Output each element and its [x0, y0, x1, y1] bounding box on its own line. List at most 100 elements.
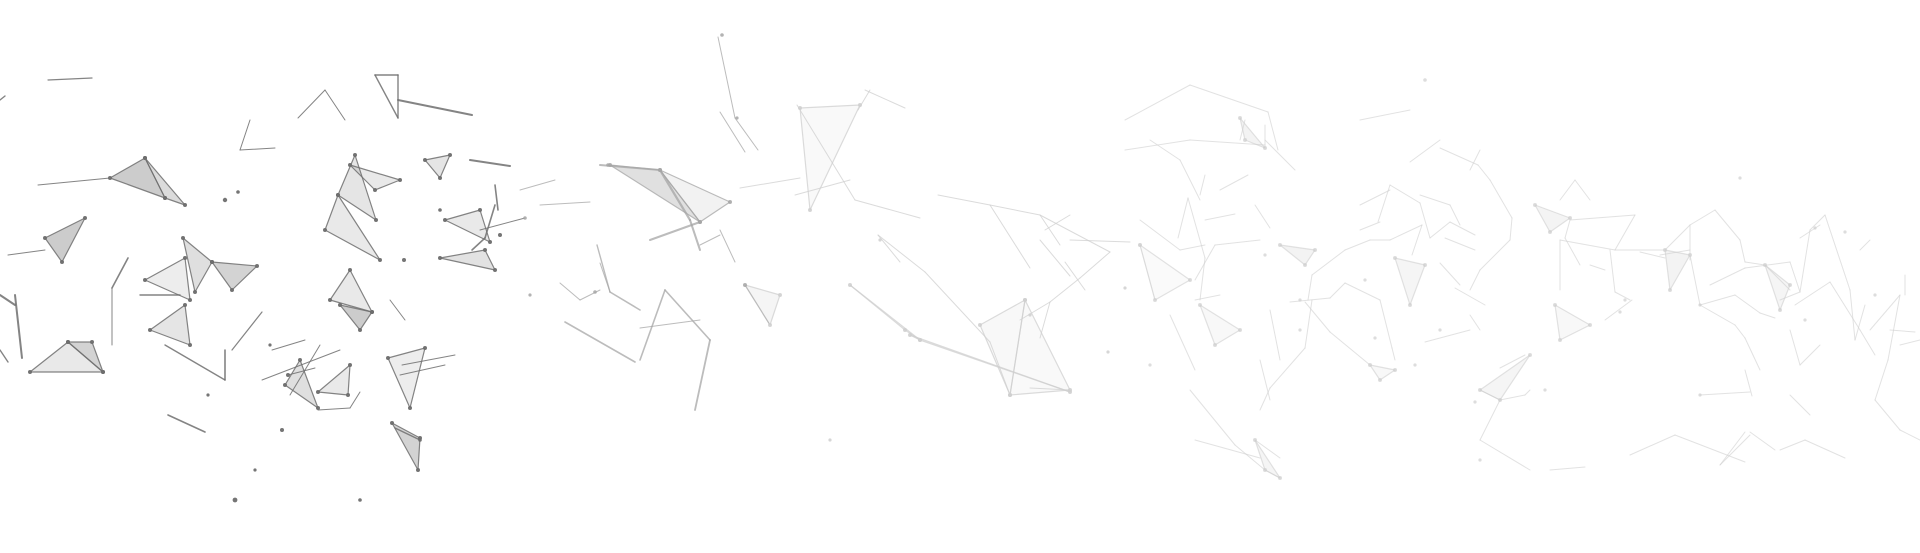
- network-node: [743, 283, 747, 287]
- network-edge: [349, 164, 401, 181]
- network-edge: [471, 237, 486, 251]
- network-node: [1028, 313, 1032, 317]
- network-node: [338, 303, 342, 307]
- network-edge: [1394, 257, 1426, 266]
- network-edge: [1559, 324, 1591, 341]
- network-edge: [37, 177, 111, 186]
- network-edge: [389, 299, 406, 321]
- network-edge: [989, 204, 1031, 269]
- network-edge: [1199, 174, 1206, 196]
- network-node: [1698, 303, 1702, 307]
- network-node: [188, 298, 192, 302]
- network-node: [183, 256, 187, 260]
- network-edge: [1804, 439, 1846, 459]
- network-edge: [337, 194, 381, 261]
- network-edge: [1609, 249, 1616, 293]
- network-edge: [1064, 261, 1086, 291]
- network-edge: [1329, 282, 1346, 299]
- network-edge: [1269, 309, 1281, 361]
- network-facet: [1140, 245, 1190, 300]
- network-edge: [1389, 184, 1421, 204]
- network-edge: [1764, 264, 1791, 286]
- network-node: [1138, 243, 1142, 247]
- network-node: [1263, 253, 1267, 257]
- network-edge: [439, 249, 486, 259]
- network-edge: [1149, 139, 1181, 161]
- network-edge: [1744, 337, 1761, 371]
- network-edge: [144, 157, 186, 206]
- network-facet: [1555, 305, 1590, 340]
- network-node: [1873, 293, 1877, 297]
- network-edge: [284, 384, 319, 409]
- network-edge: [1614, 291, 1631, 301]
- network-edge: [719, 229, 736, 263]
- network-edge: [989, 341, 1011, 396]
- network-node: [348, 268, 352, 272]
- network-edge: [1629, 434, 1676, 456]
- network-edge: [144, 257, 186, 281]
- network-edge: [374, 179, 401, 191]
- network-node: [1263, 146, 1267, 150]
- network-edge: [1369, 364, 1381, 381]
- network-node: [108, 176, 112, 180]
- network-node: [908, 333, 912, 337]
- network-edge: [1739, 239, 1746, 263]
- network-edge: [979, 299, 1026, 326]
- network-node: [378, 258, 382, 262]
- network-edge: [519, 179, 556, 191]
- network-facet: [425, 155, 450, 178]
- network-edge: [1254, 439, 1281, 459]
- network-edge: [1469, 269, 1481, 291]
- network-facet: [1395, 258, 1425, 305]
- network-node: [1263, 468, 1267, 472]
- network-edge: [739, 177, 801, 189]
- network-facet: [445, 210, 490, 242]
- network-edge: [44, 217, 86, 239]
- network-node: [1393, 368, 1397, 372]
- network-node: [423, 346, 427, 350]
- network-node: [143, 156, 147, 160]
- network-node: [1303, 263, 1307, 267]
- network-edge: [1479, 399, 1501, 441]
- network-edge: [699, 201, 731, 223]
- network-node: [443, 218, 447, 222]
- network-edge: [559, 282, 581, 301]
- network-edge: [1559, 239, 1616, 251]
- network-edge: [111, 257, 129, 289]
- network-edge: [1477, 164, 1491, 181]
- network-node: [448, 153, 452, 157]
- network-edge: [1614, 214, 1636, 251]
- network-edge: [424, 159, 441, 179]
- network-edge: [1899, 429, 1920, 441]
- network-edge: [317, 407, 351, 411]
- network-edge: [1049, 277, 1081, 303]
- network-edge: [877, 234, 901, 263]
- network-edge: [1799, 224, 1821, 239]
- network-edge: [261, 349, 341, 381]
- network-edge: [284, 359, 301, 386]
- network-edge: [1254, 439, 1281, 479]
- network-edge: [184, 257, 191, 301]
- network-edge: [1887, 294, 1901, 361]
- network-edge: [1449, 204, 1461, 226]
- network-facet: [660, 170, 730, 222]
- network-node: [1698, 393, 1702, 397]
- network-edge: [297, 89, 326, 119]
- network-node: [206, 393, 210, 397]
- network-edge: [211, 261, 258, 267]
- network-edge: [1194, 439, 1261, 459]
- network-edge: [809, 104, 861, 211]
- network-edge: [799, 107, 811, 211]
- network-facet: [1480, 355, 1530, 400]
- network-edge: [109, 177, 166, 199]
- network-edge: [1574, 179, 1591, 201]
- network-edge: [1524, 389, 1531, 396]
- network-node: [1473, 400, 1477, 404]
- network-edge: [1789, 329, 1801, 366]
- network-edge: [1189, 389, 1236, 446]
- network-edge: [1039, 214, 1061, 246]
- network-node: [398, 178, 402, 182]
- network-node: [188, 343, 192, 347]
- network-edge: [1199, 304, 1241, 331]
